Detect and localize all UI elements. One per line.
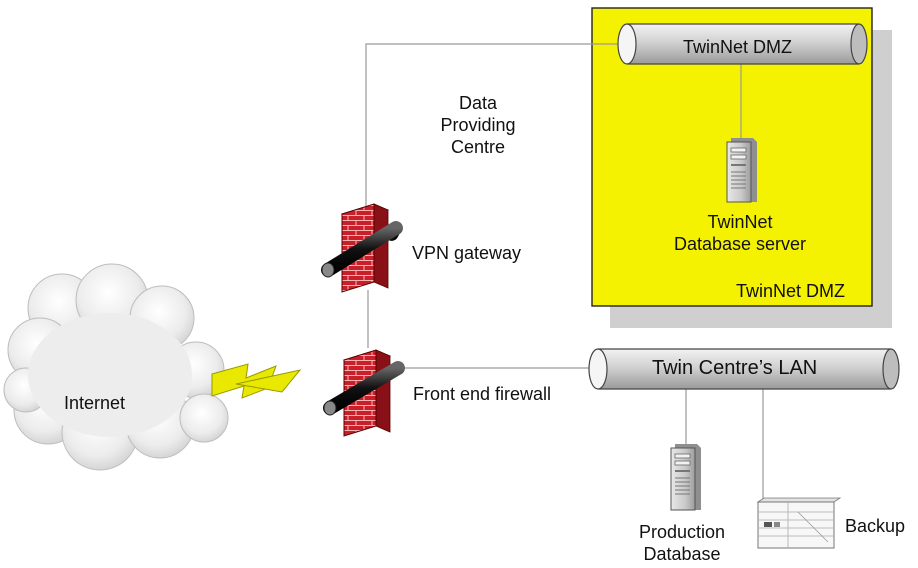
- tape-library-icon: [756, 497, 842, 549]
- data-providing-centre-line2: Providing: [440, 115, 516, 135]
- dmz-bus-pipe: [617, 23, 868, 65]
- internet-label: Internet: [64, 393, 126, 413]
- production-database-label: Production Database: [622, 521, 742, 565]
- vpn-gateway-label: VPN gateway: [412, 243, 522, 263]
- tower-server-icon: [726, 138, 757, 203]
- data-providing-centre-line3: Centre: [450, 137, 506, 157]
- lan-bus-pipe: [588, 348, 900, 390]
- dmz-zone-label: TwinNet DMZ: [736, 281, 846, 301]
- dmz-bus-label: TwinNet DMZ: [683, 37, 793, 57]
- cloud-core: [28, 313, 192, 437]
- production-database-line1: Production: [638, 522, 726, 542]
- lan-bus-label: Twin Centre’s LAN: [652, 357, 818, 379]
- data-providing-centre-label: Data Providing Centre: [428, 92, 528, 158]
- twinnet-server-line2: Database server: [673, 234, 807, 254]
- brick-wall-firewall-icon: [323, 349, 405, 437]
- front-end-firewall-label: Front end firewall: [413, 384, 552, 404]
- twinnet-server-label: TwinNet Database server: [650, 211, 830, 255]
- connection-lines: [365, 43, 764, 500]
- link-dmz-to-vpn: [365, 43, 624, 228]
- lightning-bolt-icon: [211, 363, 302, 399]
- production-database-line2: Database: [643, 544, 721, 564]
- twinnet-server-line1: TwinNet: [707, 212, 773, 232]
- backup-label: Backup: [845, 516, 906, 536]
- brick-wall-firewall-icon: [321, 203, 403, 293]
- data-providing-centre-line1: Data: [458, 93, 498, 113]
- tower-server-icon: [670, 444, 701, 511]
